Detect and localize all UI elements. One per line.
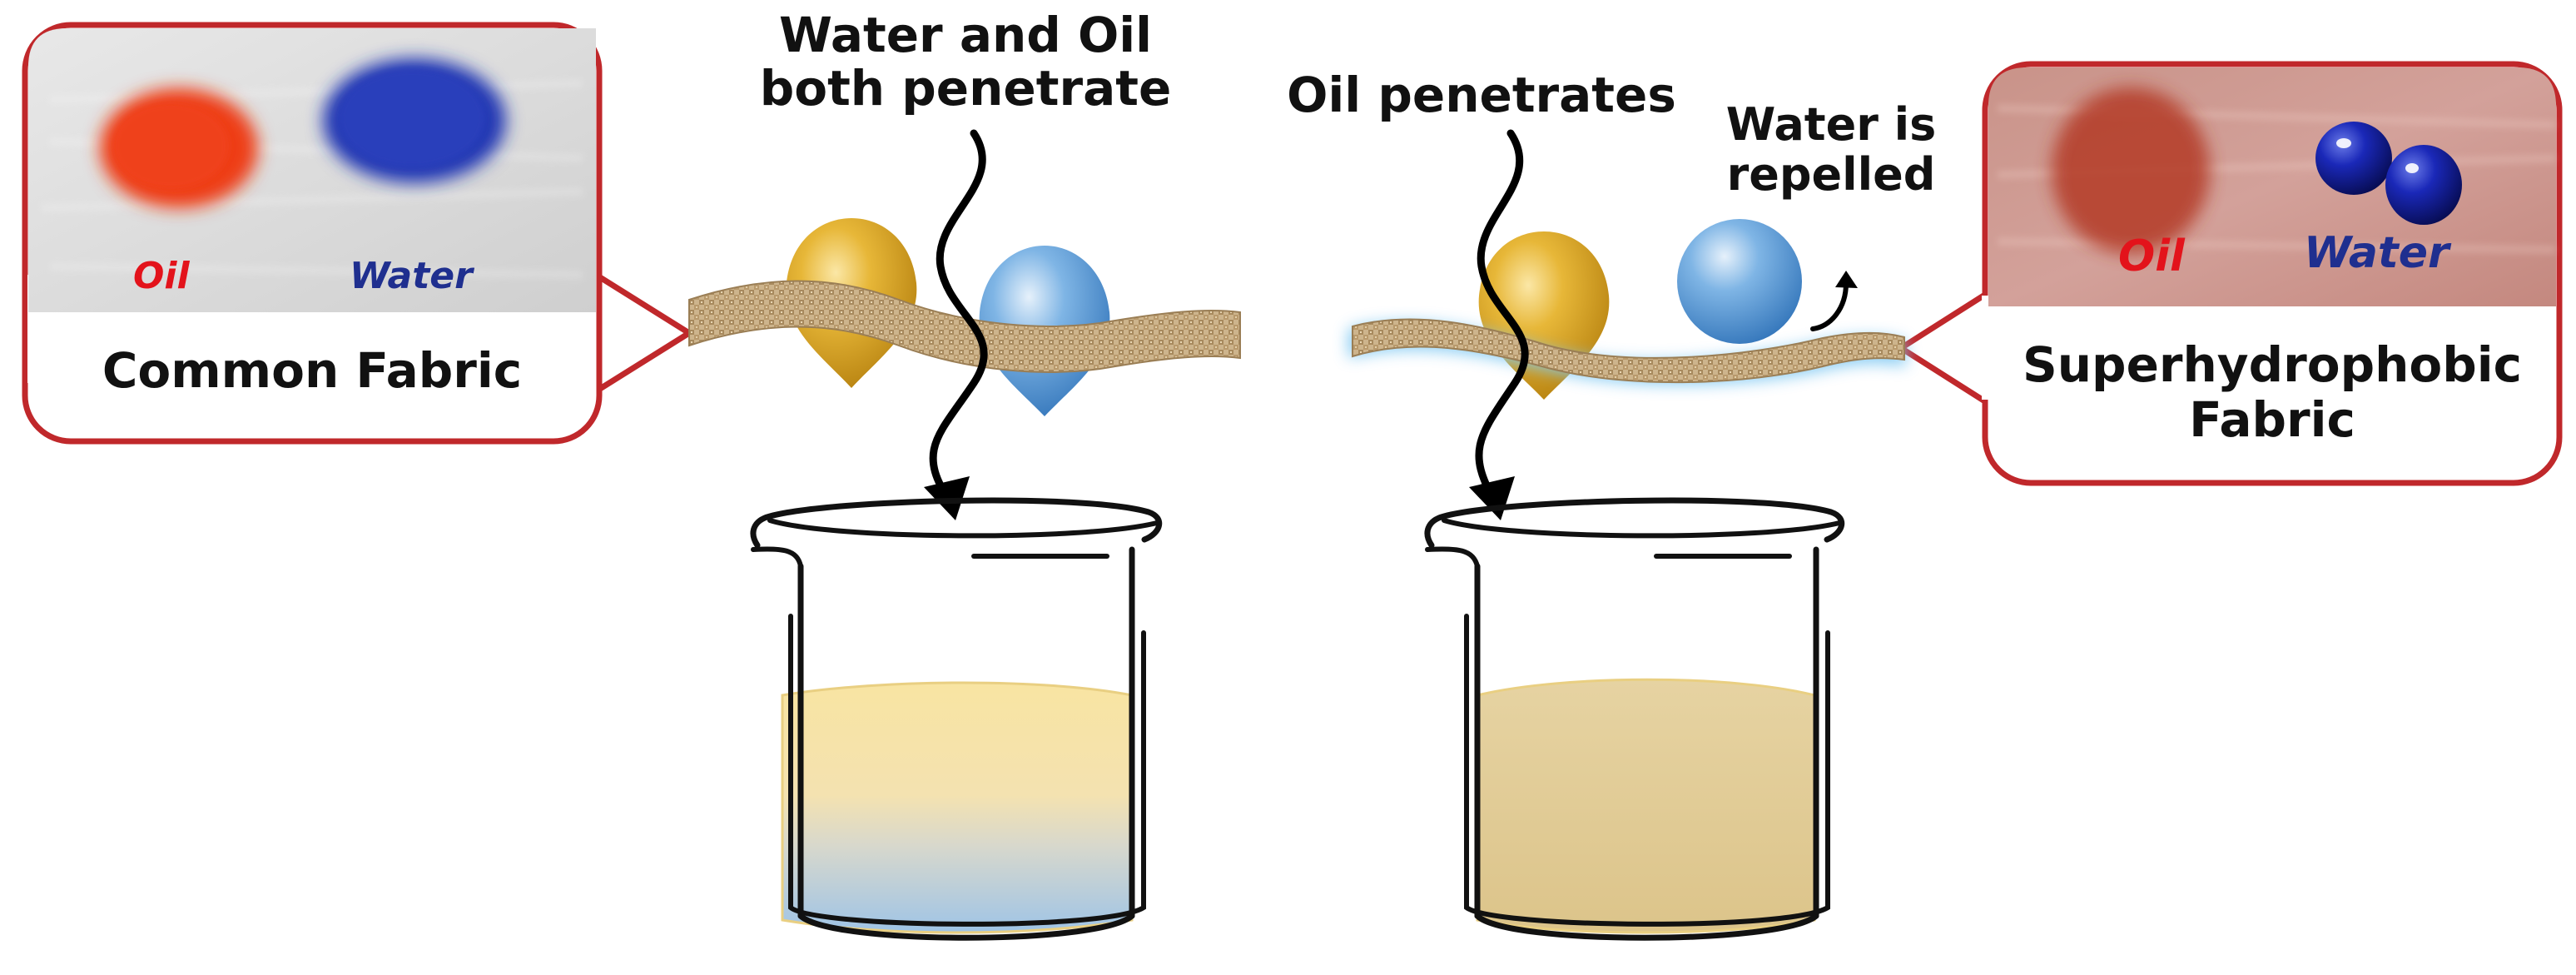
panel-callout-pointer [1898,291,1989,405]
right-caption-oil: Oil penetrates [1287,67,1676,123]
oil-label: Oil [133,255,190,297]
penetration-arrow-icon [1475,129,1529,504]
water-bead [2385,145,2462,225]
panel-title-line: Fabric [2189,391,2355,448]
panel-title-line: Superhydrophobic [2022,336,2523,393]
panel-title: Superhydrophobic Fabric [1988,337,2556,447]
panel-title: Common Fabric [102,342,523,399]
right-beaker-icon [1424,497,1844,941]
superhydrophobic-fabric-panel [1898,61,2563,486]
water-label: Water [350,255,473,297]
caption-line: Water is [1725,98,1937,151]
common-fabric-panel [22,22,692,445]
oil-stain [2052,87,2210,254]
water-bead [2315,122,2392,195]
left-beaker-icon [750,497,1162,941]
superhydrophobic-fabric-photo [1988,67,2556,306]
mixed-liquid [781,681,1134,934]
panel-callout-pointer [594,272,692,394]
left-caption: Water and Oil both penetrate [749,8,1182,115]
common-fabric-photo [28,28,596,312]
caption-line: Water and Oil [778,7,1153,63]
water-label: Water [2304,228,2449,278]
oil-label: Oil [2118,231,2185,281]
repel-arrow-icon [1810,281,1849,331]
water-droplet-icon [1677,219,1802,344]
penetration-arrow-icon [929,129,988,504]
right-caption-water: Water is repelled [1715,100,1948,200]
superhydrophobic-fabric-strip [1352,318,1905,384]
oil-liquid [1476,678,1816,934]
caption-line: both penetrate [759,60,1172,117]
common-fabric-strip [688,280,1241,373]
caption-line: repelled [1726,148,1936,201]
